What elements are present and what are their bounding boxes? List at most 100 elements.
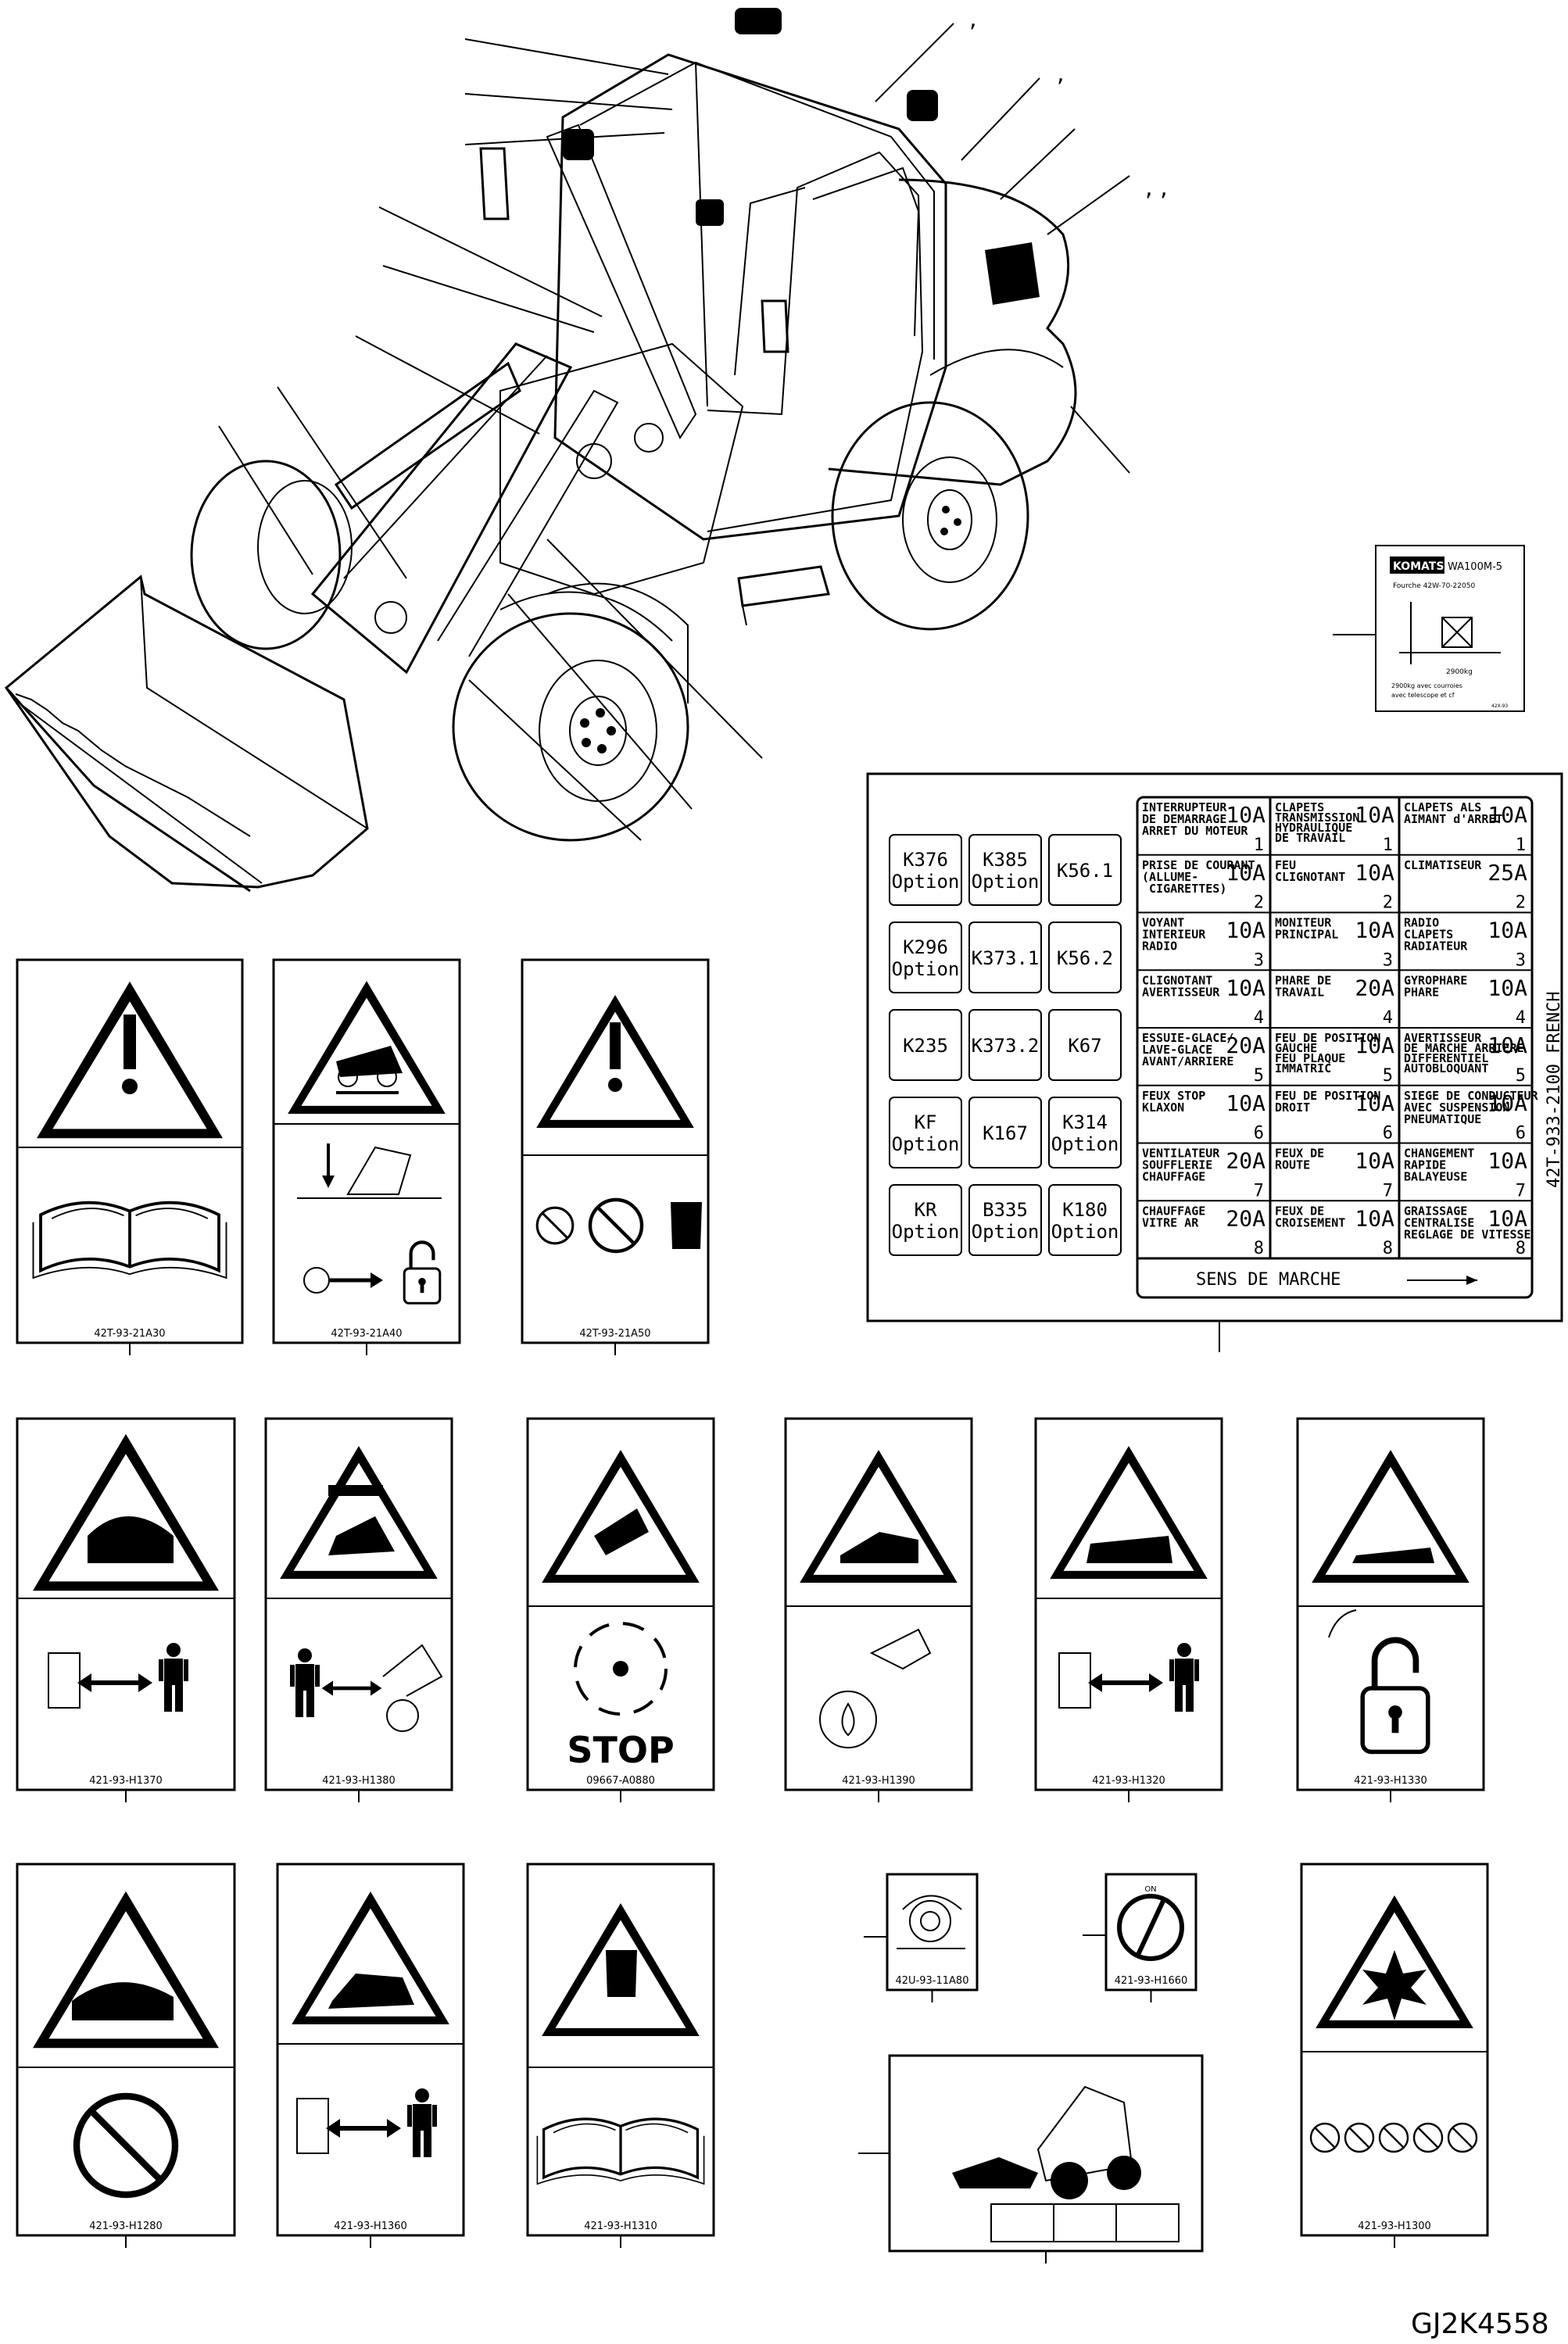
decal-part-number: 421-93-H1310 (584, 2221, 657, 2232)
callout-mark-3: , , (1145, 174, 1168, 202)
fuse-number: 4 (1516, 1008, 1526, 1028)
relay-slot: K56.2 (1048, 921, 1122, 993)
fuse-number: 3 (1516, 950, 1526, 970)
warning-explosion-battery: 421-93-H1300 (1300, 1863, 1489, 2248)
fuse-rating: 10A (1355, 1205, 1394, 1231)
fuse-number: 2 (1383, 893, 1393, 913)
fuse-number: 1 (1254, 836, 1264, 855)
fuse-panel-side-label: 42T-933-2100 FRENCH (1545, 991, 1564, 1188)
fuse-number: 7 (1516, 1181, 1526, 1201)
front-left-tyre (190, 460, 353, 650)
relay-label: K373.1 (972, 947, 1040, 969)
relay-label: K373.2 (972, 1035, 1040, 1057)
on-text: ON (1144, 1885, 1156, 1894)
warning-fall-keep-away-bucket: 421-93-H1380 (264, 1417, 453, 1802)
callout-mark-1: , (969, 5, 977, 33)
fuse-number: 7 (1254, 1181, 1264, 1201)
decal-part-number: 42T-93-21A40 (331, 1328, 402, 1340)
fuse-rating: 10A (1355, 1032, 1394, 1058)
warning-articulation-keep-distance: 421-93-H1320 (1034, 1417, 1223, 1802)
decal-part-number: 421-93-H1320 (1092, 1775, 1165, 1787)
callout-leader-lines (218, 23, 1130, 841)
relay-slot: K373.1 (968, 921, 1042, 993)
fuse-rating: 20A (1226, 1032, 1265, 1058)
decal-part-number: 421-93-H1330 (1354, 1775, 1427, 1787)
fuse-footer: SENS DE MARCHE (1196, 1270, 1341, 1290)
fuse-number: 7 (1383, 1181, 1393, 1201)
relay-slot: K67 (1048, 1009, 1122, 1081)
fuse-rating: 10A (1487, 975, 1527, 1000)
drawing-number: GJ2K4558 (1411, 2308, 1549, 2340)
cab (479, 8, 947, 626)
fuse-rating: 10A (1355, 1090, 1394, 1116)
relay-slot: K167 (968, 1097, 1042, 1168)
callout-mark-2: , (1057, 60, 1065, 88)
fuse-number: 8 (1516, 1239, 1526, 1258)
bucket (4, 574, 369, 893)
fuse-number: 2 (1516, 893, 1526, 913)
fuse-rating: 10A (1355, 1148, 1394, 1174)
wheel-loader-illustration (4, 8, 1077, 893)
rating-plate-decal: KOMATSU WA100M-5 Fourche 42W-70-22050 29… (1333, 545, 1525, 712)
decal-part-number: 42T-93-21A30 (94, 1328, 165, 1340)
front-frame (374, 342, 744, 703)
lifting-point-decal: 42U-93-11A80 (864, 1873, 979, 2002)
fuse-rating: 10A (1487, 918, 1527, 943)
decal-part-number: 421-93-H1280 (89, 2221, 163, 2232)
fuse-number: 6 (1383, 1124, 1393, 1143)
fuse-number: 1 (1516, 836, 1526, 855)
plate-line-2: 2900kg avec courroies (1391, 682, 1462, 689)
engine-hood (828, 178, 1077, 486)
warning-hot-surface: 421-93-H1280 (16, 1863, 236, 2248)
decal-part-number: 421-93-H1370 (89, 1775, 163, 1787)
fuse-rating: 10A (1487, 802, 1527, 828)
warning-machine-keep-distance: 421-93-H1360 (276, 1863, 465, 2248)
fuse-number: 2 (1254, 893, 1264, 913)
warning-do-not-touch: 42T-93-21A50 (521, 958, 710, 1355)
fuse-rating: 10A (1355, 918, 1394, 943)
relay-label: K235 (903, 1035, 948, 1057)
plate-line-3: avec telescope et cf (1391, 692, 1455, 699)
plate-line-1: Fourche 42W-70-22050 (1393, 582, 1475, 590)
decal-part-number: 421-93-H1380 (322, 1775, 396, 1787)
fuse-number: 6 (1254, 1124, 1264, 1143)
warning-crush-keep-distance: 421-93-H1370 (16, 1417, 236, 1802)
fuse-rating: 20A (1355, 975, 1394, 1000)
plate-weight: 2900kg (1446, 668, 1473, 676)
fuse-number: 4 (1383, 1008, 1393, 1028)
fuse-rating: 10A (1226, 802, 1265, 828)
front-right-tyre (452, 591, 689, 842)
decal-part-number: 42U-93-11A80 (896, 1975, 969, 1987)
